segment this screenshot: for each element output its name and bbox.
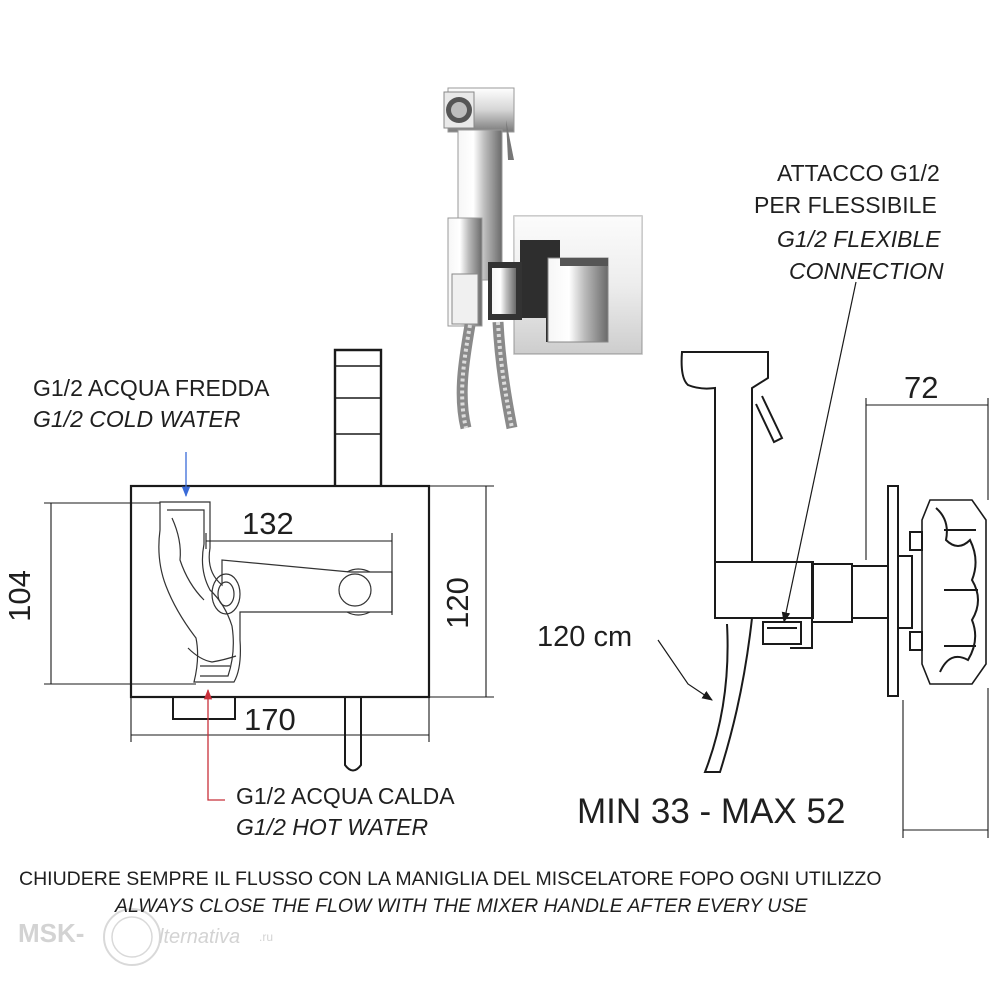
dim-min-max [902, 688, 989, 838]
valve-body [921, 499, 987, 685]
dim-72-label: 72 [904, 370, 939, 405]
watermark-logo [103, 908, 161, 966]
hose-length-label: 120 cm [537, 621, 633, 653]
hose [703, 617, 753, 773]
front-view [44, 348, 494, 772]
cold-water-label-en: G1/2 COLD WATER [33, 406, 241, 432]
hot-water-label-it: G1/2 ACQUA CALDA [236, 783, 455, 809]
connection-label-it-1: ATTACCO G1/2 [777, 160, 940, 186]
mixer-handle [333, 348, 383, 486]
front-plate [129, 484, 431, 699]
hand-shower [680, 351, 769, 563]
dim-120 [429, 485, 494, 698]
dim-170 [130, 697, 430, 742]
watermark-text-suffix: .ru [259, 930, 274, 944]
internal-body [158, 501, 393, 683]
side-view [680, 351, 989, 838]
connection-label-en-2: CONNECTION [789, 258, 944, 284]
cold-water-label-it: G1/2 ACQUA FREDDA [33, 375, 270, 401]
flexible-connection [762, 621, 802, 645]
dim-132-label: 132 [242, 506, 294, 541]
wall-plate [887, 485, 899, 697]
dim-72 [865, 398, 989, 560]
dim-104-label: 104 [1, 570, 37, 622]
hose-leader [657, 639, 713, 701]
dim-132 [205, 533, 393, 615]
dim-wall-range-label: MIN 33 - MAX 52 [577, 792, 846, 831]
dim-120-label: 120 [439, 577, 475, 629]
hot-water-label-en: G1/2 HOT WATER [236, 814, 429, 840]
dim-104 [44, 502, 196, 685]
dim-170-label: 170 [244, 702, 296, 737]
footer-note-it: CHIUDERE SEMPRE IL FLUSSO CON LA MANIGLI… [19, 868, 882, 890]
hot-water-leader [203, 688, 225, 801]
connection-label-it-2: PER FLESSIBILE [754, 192, 937, 218]
watermark-text-right: lternativa [159, 926, 241, 948]
connection-label-en-1: G1/2 FLEXIBLE [777, 226, 941, 252]
connection-leader [781, 281, 857, 624]
footer-note-en: ALWAYS CLOSE THE FLOW WITH THE MIXER HAN… [115, 895, 808, 917]
product-photo [443, 87, 643, 430]
watermark-text-left: MSK- [18, 918, 85, 948]
